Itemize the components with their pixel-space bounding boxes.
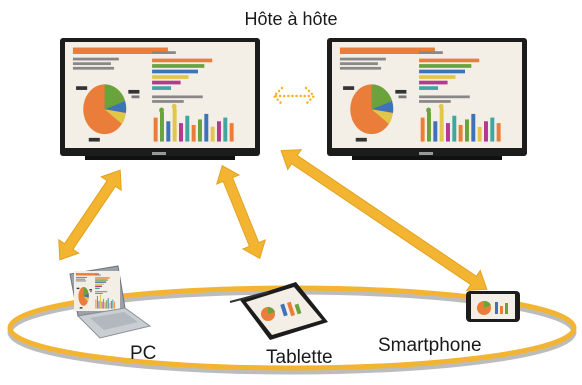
double-arrow-icon xyxy=(280,149,488,291)
diagram-title: Hôte à hôte xyxy=(244,9,338,29)
smartphone-icon xyxy=(466,291,520,322)
tablet-label: Tablette xyxy=(266,347,333,368)
dotted-double-arrow-icon xyxy=(272,86,316,106)
pc-label: PC xyxy=(130,343,157,364)
double-arrow-icon xyxy=(58,169,122,261)
display-icon xyxy=(60,38,260,160)
double-arrow-icon xyxy=(215,164,267,260)
tablet-icon xyxy=(229,282,328,340)
laptop-icon xyxy=(69,265,152,339)
display-icon xyxy=(327,38,527,160)
smartphone-label: Smartphone xyxy=(378,335,482,356)
